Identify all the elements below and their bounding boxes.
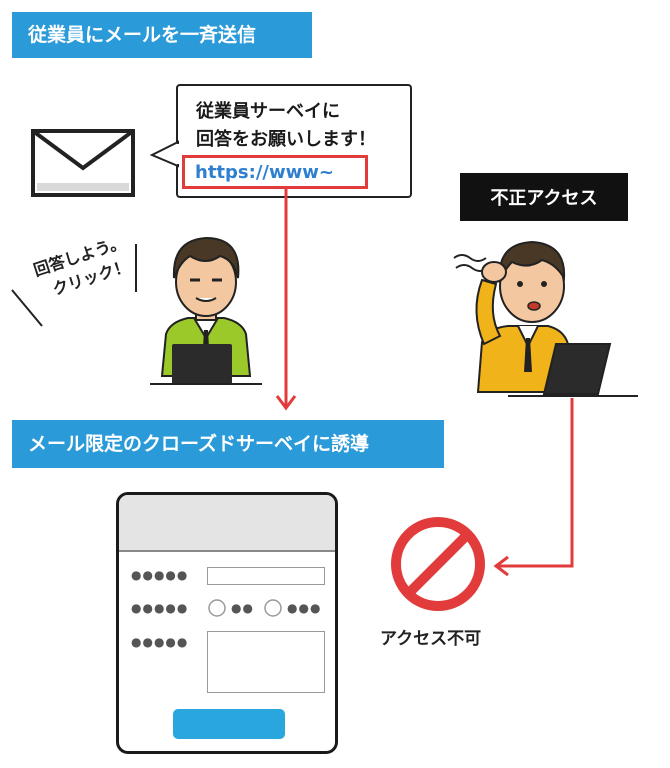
form-row-3-label: ●●●●● [131,635,189,649]
unauthorized-access-text: 不正アクセス [490,188,598,209]
envelope-icon [31,129,135,197]
email-link-text: https://www~ [195,161,334,183]
form-row-1-label: ●●●●● [131,568,189,582]
employee-illustration [150,236,262,385]
link-arrow [275,188,297,411]
banner-send-email: 従業員にメールを一斉送信 [12,12,312,58]
no-entry-icon [391,517,485,611]
submit-button[interactable] [173,709,285,739]
radio-option-1[interactable] [207,598,227,618]
speech-marks [11,244,137,327]
email-line-2: 回答をお願いします！ [196,129,376,150]
radio-option-2-label: ●●● [287,601,322,615]
radio-option-1-label: ●● [231,601,254,615]
email-link[interactable]: https://www~ [182,155,368,189]
bubble-tail [150,140,180,168]
form-row-2-label: ●●●●● [131,601,189,615]
form-text-input[interactable] [207,567,325,585]
email-bubble: 従業員サーベイに 回答をお願いします！ [176,84,412,198]
phone-header [119,495,335,552]
email-line-1: 従業員サーベイに [196,101,340,122]
access-denied-label: アクセス不可 [380,629,482,649]
banner-closed-survey: メール限定のクローズドサーベイに誘導 [12,420,444,468]
unauthorized-access-tag: 不正アクセス [460,173,628,221]
form-textarea[interactable] [207,631,325,693]
banner-closed-survey-text: メール限定のクローズドサーベイに誘導 [28,432,370,455]
blocked-arrow [493,398,574,577]
radio-option-2[interactable] [263,598,283,618]
attacker-illustration [453,240,638,397]
survey-phone: ●●●●● ●●●●● ●● ●●● ●●●●● [116,492,338,754]
banner-send-email-text: 従業員にメールを一斉送信 [28,23,257,46]
